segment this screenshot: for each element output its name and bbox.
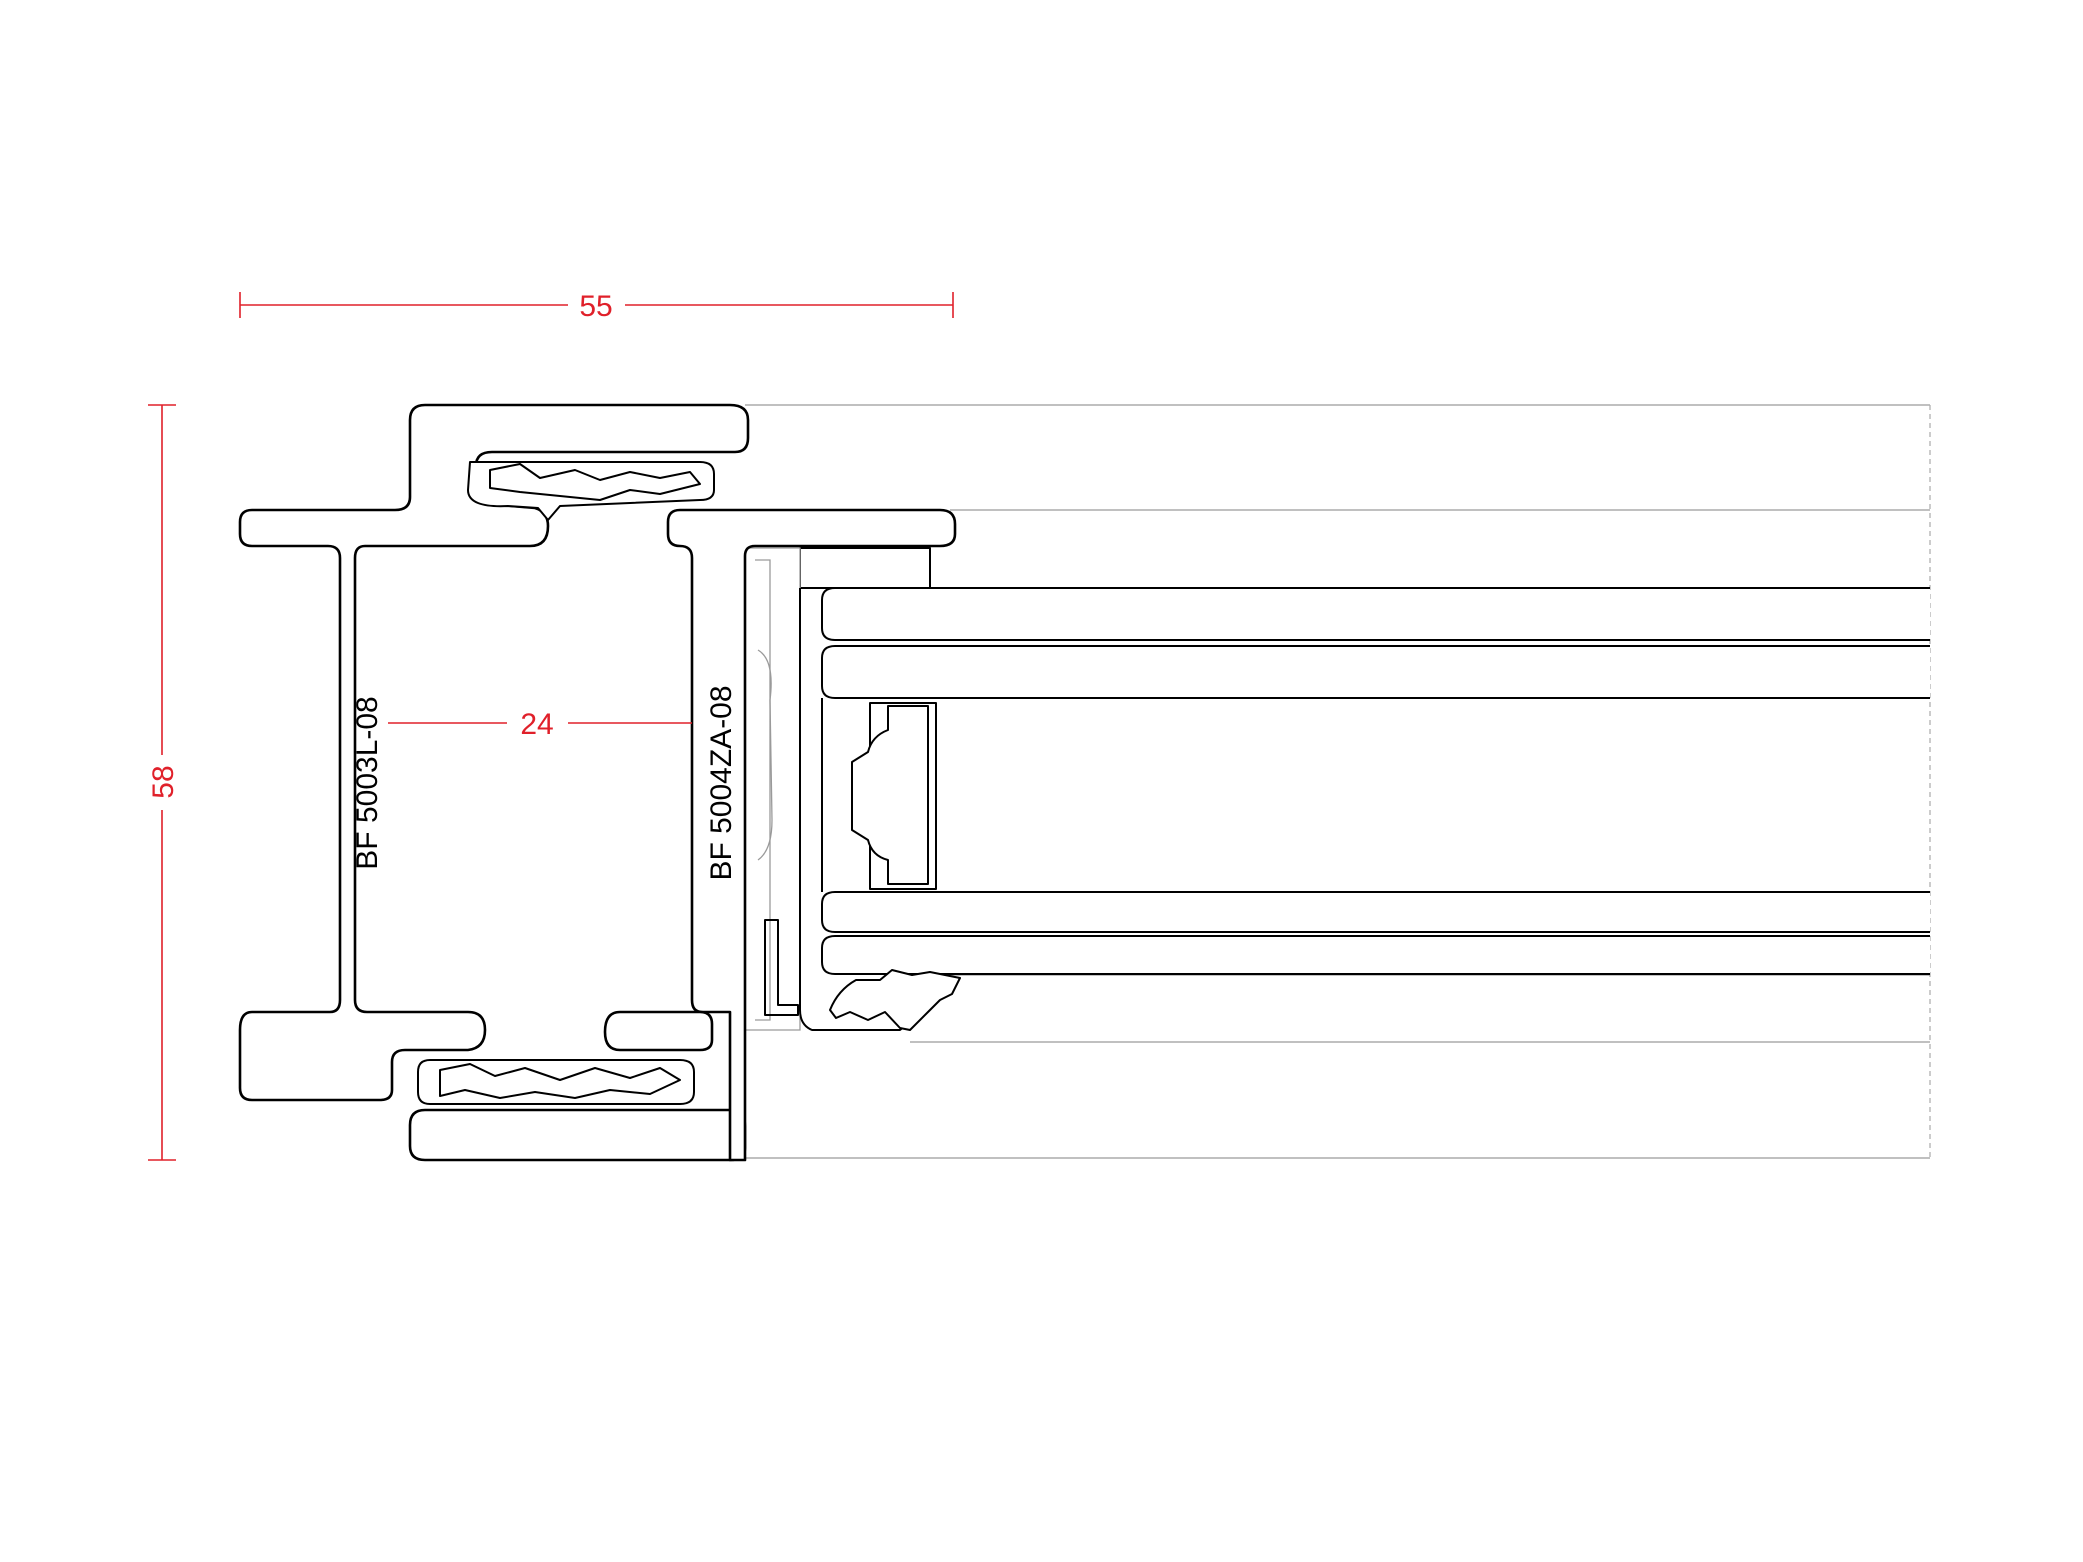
width-dimension: 55: [239, 290, 954, 323]
inner-glass-pane-2: [821, 935, 1930, 975]
right-profile-label: BF 5004ZA-08: [705, 685, 738, 880]
bottom-glazing-gasket: [829, 969, 961, 1031]
width-dimension-label: 55: [579, 290, 612, 323]
spacer-bar: [851, 705, 929, 885]
height-dimension: 58: [147, 404, 180, 1161]
sash-profile: [603, 508, 957, 1162]
height-dimension-label: 58: [147, 765, 180, 798]
gap-dimension: 24: [388, 708, 692, 741]
outer-glass-pane-1: [821, 587, 1930, 641]
inner-glass-pane-1: [821, 891, 1930, 933]
lower-frame-gasket: [417, 1059, 695, 1105]
outer-glass-pane-2: [821, 645, 1930, 699]
left-profile-label: BF 5003L-08: [351, 696, 384, 869]
gap-dimension-label: 24: [520, 708, 553, 741]
glass-panes: [821, 587, 1930, 975]
outer-frame-profile: [238, 403, 750, 1162]
